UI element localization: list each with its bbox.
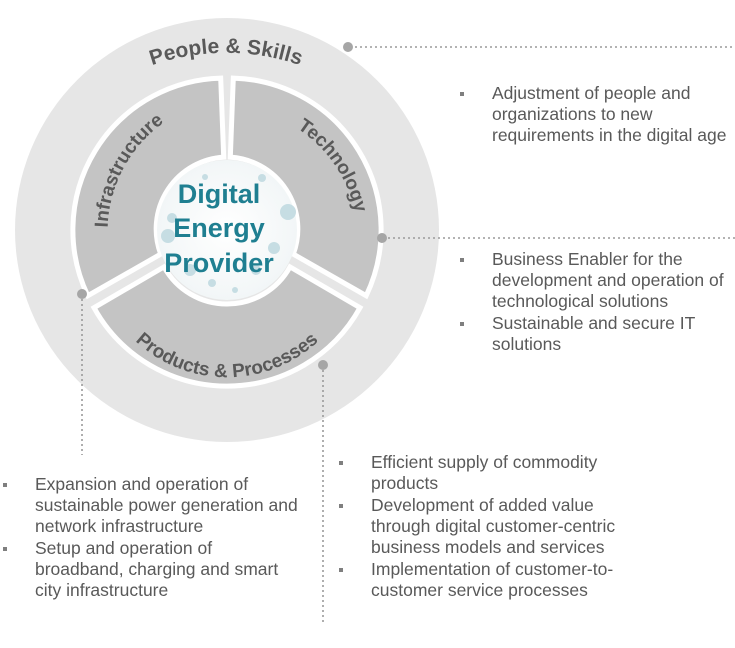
bullet-item: Sustainable and secure IT solutions [457,313,735,355]
connectors [81,46,735,625]
bullet-item: Efficient supply of commodity products [336,452,656,494]
segment-infrastructure [70,75,227,300]
segment-technology [227,75,384,300]
bullet-item: Setup and operation of broadband, chargi… [0,538,305,601]
products-processes-bullets: Efficient supply of commodity products D… [336,452,656,602]
connector-dot-people [343,42,353,52]
center-line-1: Digital [178,179,261,209]
center-label: Digital Energy Provider [164,179,274,278]
connector-dots [77,42,387,370]
segment-products-processes [90,263,364,389]
technology-bullets: Business Enabler for the development and… [457,249,735,356]
bullet-item: Business Enabler for the development and… [457,249,735,312]
infrastructure-bullets: Expansion and operation of sustainable p… [0,474,305,602]
bullet-item: Development of added value through digit… [336,495,656,558]
middle-ring [70,75,384,389]
center-line-2: Energy [173,213,265,243]
connector-dot-products [318,360,328,370]
connector-dot-infrastructure [77,289,87,299]
center-line-3: Provider [164,248,274,278]
bullet-item: Adjustment of people and organizations t… [457,83,735,146]
bullet-item: Implementation of customer-to-customer s… [336,559,656,601]
network-decoration [161,174,296,293]
connector-dot-technology [377,233,387,243]
people-skills-bullets: Adjustment of people and organizations t… [457,83,735,147]
bullet-item: Expansion and operation of sustainable p… [0,474,305,537]
